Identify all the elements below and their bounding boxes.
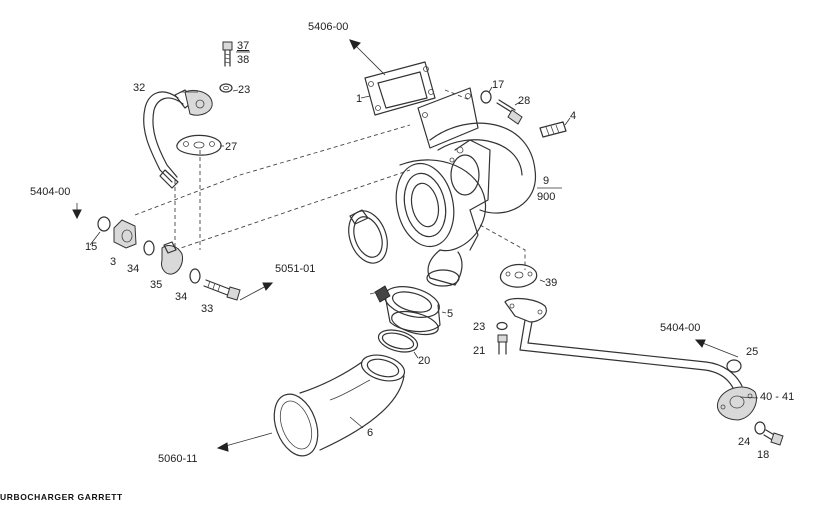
washer-part-34-a xyxy=(143,240,155,256)
part-label-25: 25 xyxy=(746,346,758,358)
part-label-1: 1 xyxy=(356,93,362,105)
bolt-part-33 xyxy=(203,279,241,301)
part-label-32: 32 xyxy=(133,82,145,94)
part-label-38: 38 xyxy=(237,54,249,66)
ring-part-17 xyxy=(480,90,492,104)
reference-5060-11: 5060-11 xyxy=(158,453,198,465)
elbow-pipe-part-6 xyxy=(273,354,406,457)
washer-part-34-b xyxy=(189,268,201,284)
oil-pipe-part-32 xyxy=(143,89,213,189)
part-label-9: 9 xyxy=(543,175,549,187)
part-label-35: 35 xyxy=(150,279,162,291)
ring-part-25 xyxy=(726,359,742,373)
flange-part-40-41 xyxy=(716,386,757,421)
part-label-34-a: 34 xyxy=(127,263,139,275)
turbocharger-body-part-9 xyxy=(395,87,537,287)
part-label-40-41: 40 - 41 xyxy=(760,391,794,403)
gasket-part-39 xyxy=(499,263,538,288)
part-label-5: 5 xyxy=(447,308,453,320)
part-label-23-lower: 23 xyxy=(473,321,485,333)
part-label-24: 24 xyxy=(738,436,750,448)
part-label-27: 27 xyxy=(225,141,237,153)
leader-lines xyxy=(89,86,759,429)
part-label-3: 3 xyxy=(110,256,116,268)
gasket-part-27 xyxy=(176,134,222,156)
part-label-28: 28 xyxy=(518,95,530,107)
oil-return-pipe xyxy=(504,297,743,393)
bolt-part-28 xyxy=(496,99,523,125)
part-label-37: 37 xyxy=(237,40,249,52)
part-label-21: 21 xyxy=(473,345,485,357)
washer-part-23-top xyxy=(219,83,233,93)
stud-part-4 xyxy=(539,121,567,138)
part-label-20: 20 xyxy=(418,355,430,367)
seal-ring-part-20 xyxy=(377,329,419,353)
fitting-part-35 xyxy=(161,241,183,275)
part-label-23-top: 23 xyxy=(238,84,250,96)
part-label-34-b: 34 xyxy=(175,291,187,303)
part-label-18: 18 xyxy=(757,449,769,461)
bolt-part-37-38 xyxy=(222,41,233,67)
reference-5406-00: 5406-00 xyxy=(308,21,348,33)
part-label-6: 6 xyxy=(367,427,373,439)
fitting-ring-part-15 xyxy=(97,216,111,232)
connector-part-5 xyxy=(369,285,441,336)
bolt-part-21 xyxy=(497,334,508,355)
gasket-part-1 xyxy=(364,61,436,116)
part-label-900: 900 xyxy=(537,191,555,203)
diagram-title: URBOCHARGER GARRETT xyxy=(0,492,123,502)
part-label-4: 4 xyxy=(570,110,576,122)
fitting-part-3 xyxy=(113,219,137,249)
part-label-39: 39 xyxy=(545,277,557,289)
reference-arrows xyxy=(72,39,739,452)
part-label-17: 17 xyxy=(492,79,504,91)
reference-5404-00-right: 5404-00 xyxy=(660,322,700,334)
washer-part-23-lower xyxy=(496,321,508,331)
reference-5404-00-left: 5404-00 xyxy=(30,186,70,198)
part-label-33: 33 xyxy=(201,303,213,315)
part-label-15: 15 xyxy=(85,241,97,253)
clamp-band xyxy=(348,209,388,264)
washer-part-24 xyxy=(754,421,766,435)
reference-5051-01: 5051-01 xyxy=(275,263,315,275)
bolt-part-18 xyxy=(763,429,784,446)
